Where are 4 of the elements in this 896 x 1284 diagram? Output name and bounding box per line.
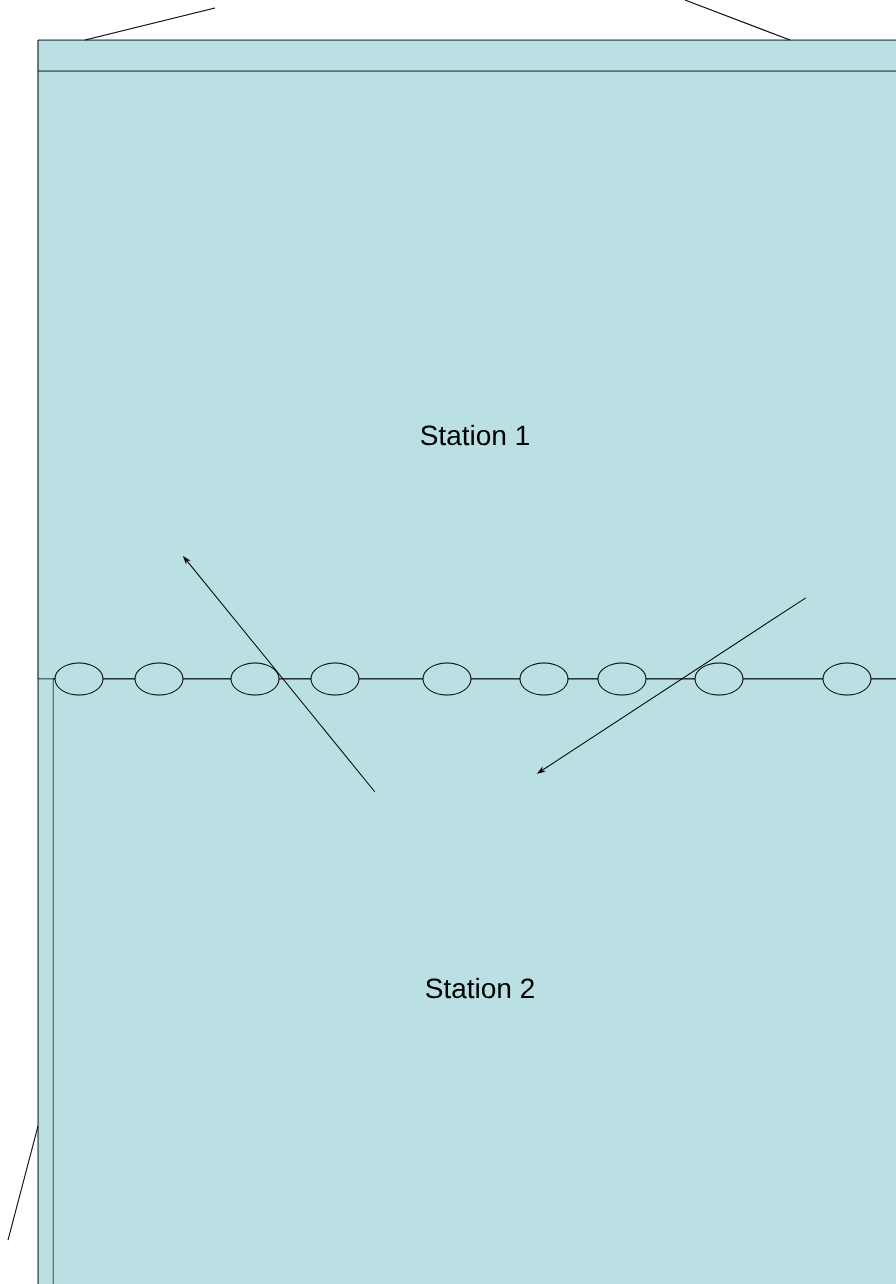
arrow bbox=[537, 597, 807, 774]
node-label: Station 1 bbox=[421, 424, 529, 446]
arrow bbox=[183, 556, 376, 793]
station-box: Station 1 bbox=[37, 39, 896, 680]
